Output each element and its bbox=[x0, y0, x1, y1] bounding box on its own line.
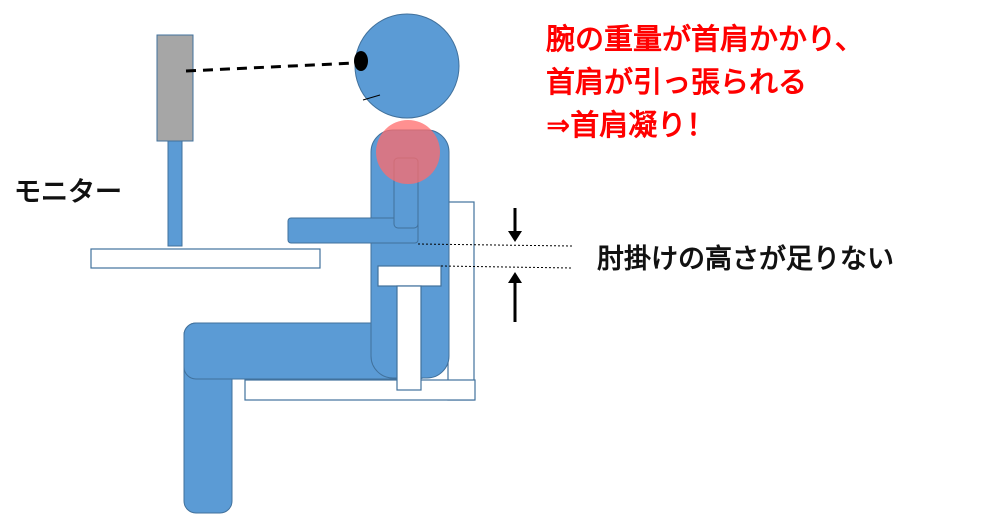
forearm bbox=[287, 217, 419, 244]
desk bbox=[90, 248, 321, 269]
chair-back bbox=[447, 201, 475, 401]
sight-line bbox=[185, 61, 356, 73]
monitor-stand bbox=[167, 140, 183, 247]
shoulder-strain-highlight bbox=[376, 120, 440, 184]
armrest-pad bbox=[377, 265, 442, 287]
up-arrow-icon bbox=[508, 272, 522, 322]
warning-line-2: 首肩が引っ張られる bbox=[546, 65, 807, 99]
monitor-screen bbox=[156, 34, 194, 142]
monitor-label: モニター bbox=[14, 177, 122, 208]
head bbox=[354, 13, 460, 119]
armrest-note-label: 肘掛けの高さが足りない bbox=[597, 243, 894, 275]
down-arrow-icon bbox=[508, 208, 522, 242]
mouth bbox=[362, 94, 381, 101]
armrest-post bbox=[396, 285, 422, 391]
warning-line-1: 腕の重量が首肩かかり、 bbox=[546, 22, 864, 56]
armrest-level-guide bbox=[440, 265, 573, 269]
elbow-level-guide bbox=[417, 243, 573, 247]
eye bbox=[354, 51, 368, 71]
warning-line-3: ⇒首肩凝り！ bbox=[546, 108, 715, 142]
chair-seat bbox=[244, 379, 476, 401]
